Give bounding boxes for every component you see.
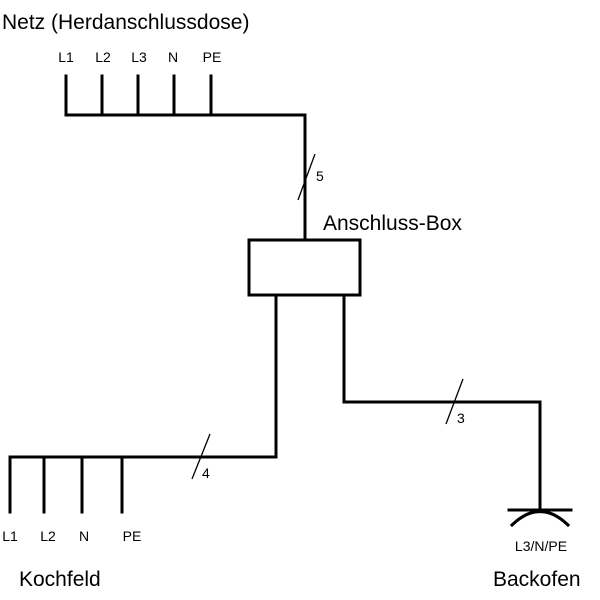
kochfeld-title: Kochfeld: [19, 568, 101, 591]
box-to-kochfeld-cable: 4: [8, 293, 278, 481]
netz-wire-count: 5: [316, 168, 324, 184]
backofen-cable-tick: [445, 378, 464, 425]
kochfeld-cable-tick: [191, 433, 211, 480]
backofen-plug-symbol: [507, 508, 573, 528]
kochfeld-terminal-pe: PE: [123, 528, 142, 544]
backofen-title: Backofen: [493, 568, 581, 591]
kochfeld-wire-count: 4: [202, 465, 210, 481]
netz-cable-tick: [297, 153, 316, 201]
netz-to-box-cable: 5: [297, 113, 324, 242]
netz-terminal-l1: L1: [58, 49, 74, 65]
netz-terminal-l3: L3: [131, 49, 147, 65]
box-to-backofen-cable: 3: [342, 293, 542, 511]
kochfeld-terminal-n: N: [79, 528, 89, 544]
netz-terminal-l2: L2: [95, 49, 111, 65]
netz-terminal-pe: PE: [203, 49, 222, 65]
netz-title: Netz (Herdanschlussdose): [2, 11, 249, 34]
kochfeld-terminal-labels: L1 L2 N PE: [2, 528, 141, 544]
kochfeld-conductors: [8, 455, 124, 514]
netz-terminal-n: N: [168, 49, 178, 65]
kochfeld-terminal-l1: L1: [2, 528, 18, 544]
kochfeld-terminal-l2: L2: [40, 528, 56, 544]
backofen-wire-count: 3: [457, 410, 465, 426]
netz-conductors: [64, 74, 307, 117]
backofen-plug-label: L3/N/PE: [515, 538, 567, 554]
anschluss-box: [247, 238, 362, 297]
box-title: Anschluss-Box: [323, 212, 462, 235]
netz-terminal-labels: L1 L2 L3 N PE: [58, 49, 221, 65]
